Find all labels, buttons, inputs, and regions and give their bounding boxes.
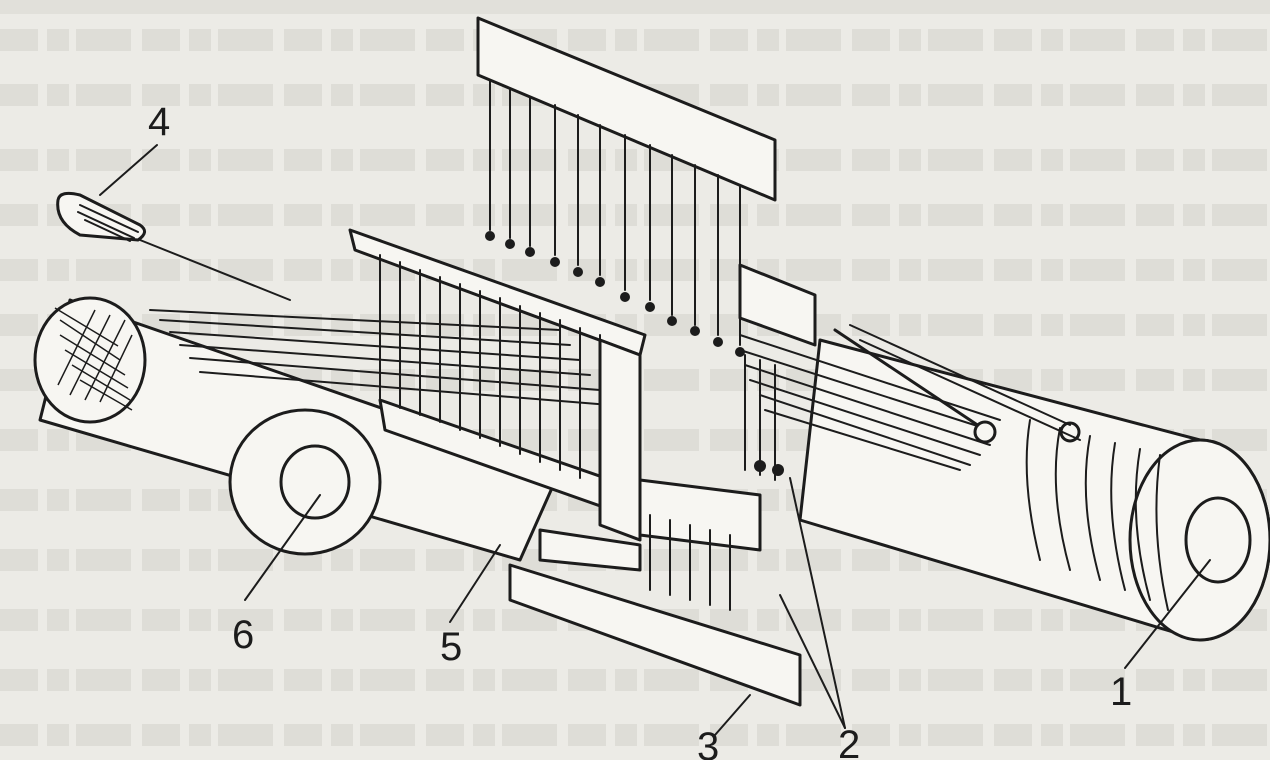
- label-heddles: 2: [838, 723, 860, 760]
- leader-lines: [99, 144, 1211, 736]
- label-warp-beam: 1: [1110, 670, 1132, 714]
- heddles: [738, 263, 817, 481]
- lease-rods: [833, 324, 1081, 444]
- warp-beam: [798, 338, 1270, 642]
- heddle-eyes-upper: [485, 231, 745, 357]
- cloth-beam: [33, 296, 562, 562]
- warp-threads: [149, 309, 1001, 471]
- harness-frame: [508, 478, 802, 707]
- reed: [348, 228, 647, 572]
- woven-cloth-texture: [54, 307, 133, 411]
- label-harness-frame: 3: [697, 725, 719, 760]
- label-reed: 5: [440, 625, 462, 669]
- label-shuttle: 4: [148, 100, 170, 144]
- shuttle: [56, 191, 291, 301]
- upper-harness-frame: [476, 16, 777, 357]
- label-cloth-beam: 6: [232, 613, 254, 657]
